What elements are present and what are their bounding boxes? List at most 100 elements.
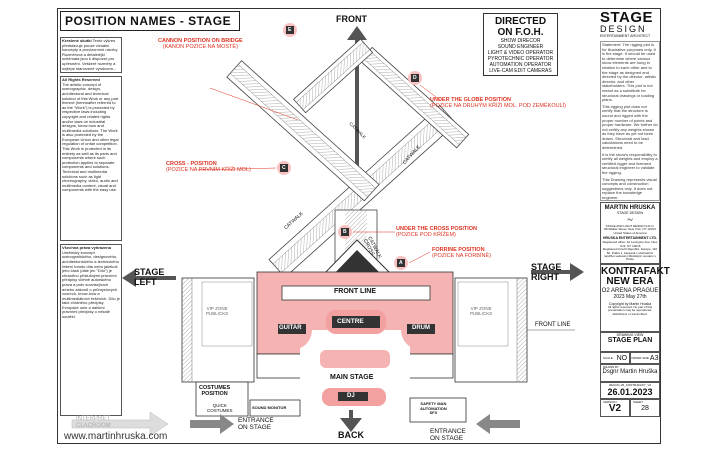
stage-right-arrow [531,263,584,281]
position-label-b: UNDER THE CROSS POSITION (POZICE POD KŘÍ… [396,226,477,238]
drawn-value: Dsgnr Martin Hruška [602,369,658,375]
statement-block: Statement: The rigging plot is for illus… [600,41,660,201]
designer-name: MARTIN HRUSKA [604,205,656,211]
directed-line: PYROTECHNIC OPERATOR [487,56,554,62]
directed-line: AUTOMATION OPERATOR [489,62,552,68]
size-cell: PAPER SIZE A3 [630,352,660,364]
catwalk-diagonal-cross [226,60,380,202]
upper-bridge [293,38,374,114]
sheet-cell: SHEET 28 [630,399,660,417]
company-name: HRUSKA ENTERTAINMENT LTD. [603,236,657,241]
scale-cell: SCALE NO [600,352,630,364]
statement-1: Statement: The rigging plot is for illus… [602,42,657,103]
size-label: PAPER SIZE [631,356,649,360]
position-b-title: UNDER THE CROSS POSITION [396,226,477,232]
position-d-title: UNDER THE GLOBE POSITION [430,97,511,103]
stage-left-label: STAGE LEFT [134,267,165,287]
quick-costumes-label: QUICK COSTUMES [207,403,233,413]
file-name: 2023-01-25_KONTRAFAKT_V2 [608,383,652,387]
vip-left-label: VIP ZONE PUBLICKS [206,306,229,316]
designer-sub: STAGE DESIGN [617,211,643,215]
position-c-sub: (POZICE NA PRVNÍM KŘÍŽI MOL) [166,167,251,173]
drawing-name: STAGE PLAN [607,337,653,344]
position-d-sub: (POZICE NA DRUHÝM KŘÍŽI MOL. POD ZEMĚKOU… [430,103,566,109]
backstage-left [195,381,301,417]
left-notes-column: Kreslené skutki Tento výkres představuje… [60,37,122,419]
designer-address: STAGE AND LIGHT DESIGN S.R.O. 89 Walker … [604,224,656,235]
front-line-right-label: FRONT LINE [535,322,571,328]
rights: All rights reserved. No part of this pre… [607,305,653,316]
directed-line: SHOW DIRECOR [500,38,541,44]
front-line-label: FRONT LINE [334,288,376,295]
marker-letter-b: B [343,229,347,235]
statement-3: It is the show's responsibility to certi… [602,151,658,176]
leader-line-e [209,87,299,121]
note-3-text: Umělecký koncept scénografického, design… [62,249,120,320]
interpret-arrow [71,411,169,437]
position-a-sub: (POZICE NA FORBÍNĚ) [432,253,491,259]
backstage-right [409,397,467,423]
size-value: A3 [649,354,659,362]
marker-letter-e: E [288,27,292,33]
directed-line: LIVE-CAM EDIT CAMERAS [489,68,552,74]
sound-monitor-label: SOUND MONITOR [252,405,287,410]
interpret-label: INTERPRET CLACROOM [76,416,111,429]
position-e-sub: (KANON POZICE NA MOSTĚ) [162,44,238,50]
marker-letter-d: D [413,75,417,81]
website-url[interactable]: www.martinhruska.com [64,431,168,442]
version-value: V2 [608,403,622,414]
company-note: Registered Czech Republic, Europe, 110 6… [602,247,658,262]
drawing-view-label: DRAWING VIEW [616,333,644,337]
show-date: 2023 May 27th [613,294,647,300]
scale-value: NO [616,354,628,362]
version-cell: VERSION V2 [600,399,630,417]
entrance-right-label: ENTRANCE ON STAGE [430,428,466,442]
back-arrow [340,410,362,432]
marker-letter-c: C [282,165,286,171]
position-label-c: CROSS - POSITION (POZICE NA PRVNÍM KŘÍŽI… [166,161,251,173]
position-marker-a [394,256,408,270]
position-marker-b [338,225,352,239]
note-block-3: Všechna práva vyhrazena Umělecký koncept… [60,244,122,417]
sheet-value: 28 [641,405,649,412]
leader-line-a [408,251,431,264]
drum-riser [401,310,441,350]
designer-block: MARTIN HRUSKA STAGE DESIGN ~ STAGE AND L… [600,202,660,264]
note-block-2: All Rights Reserved The artistic concept… [60,76,122,242]
main-stage-label: MAIN STAGE [330,374,374,381]
position-a-title: FORRINE POSITION [432,247,485,253]
scale-label: SCALE [602,356,613,360]
position-c-title: CROSS - POSITION [166,161,217,167]
position-e-title: CANNON POSITION ON BRIDGE [158,38,243,44]
note-3-heading: Všechna práva vyhrazena [62,245,111,251]
guitar-riser [272,310,312,350]
stage-wing-left [181,277,255,383]
costumes-label: COSTUMES POSITION [199,385,231,397]
note-2-text: The artistic concept of scenographic, de… [62,81,119,193]
position-marker-d [408,71,422,85]
drawing-title: POSITION NAMES - STAGE [60,11,240,31]
sheet-label: SHEET [633,400,644,404]
scale-row: SCALE NO PAPER SIZE A3 [600,352,660,364]
date-value: 26.01.2023 [607,387,653,397]
statement-2: This rigging plot does not certify that … [602,103,658,151]
note-1-heading: Kreslené skutki [62,38,92,43]
position-label-a: FORRINE POSITION (POZICE NA FORBÍNĚ) [432,247,491,259]
entrance-arrow-right [476,414,520,434]
back-label: BACK [338,430,364,440]
centre-label: CENTRE [337,318,364,325]
front-label: FRONT [336,14,367,24]
drawing-view-block: DRAWING VIEW STAGE PLAN [600,332,660,352]
safety-label: SAFETY MAN AUTOMATION SFX [420,401,447,415]
date-block: 2023-01-25_KONTRAFAKT_V2 26.01.2023 [600,382,660,399]
copyright: Copyright by Martin Hruska [608,302,652,306]
directed-line: SOUND ENGINEER [497,44,544,50]
logo-tag: ENTERTAINMENT ARCHITECT [600,34,651,38]
position-marker-c [277,161,291,175]
company-address: Registered office: 42 Lexington Ave, New… [602,240,658,249]
drawn-by-block: DRAWN BY Dsgnr Martin Hruška [600,364,660,382]
